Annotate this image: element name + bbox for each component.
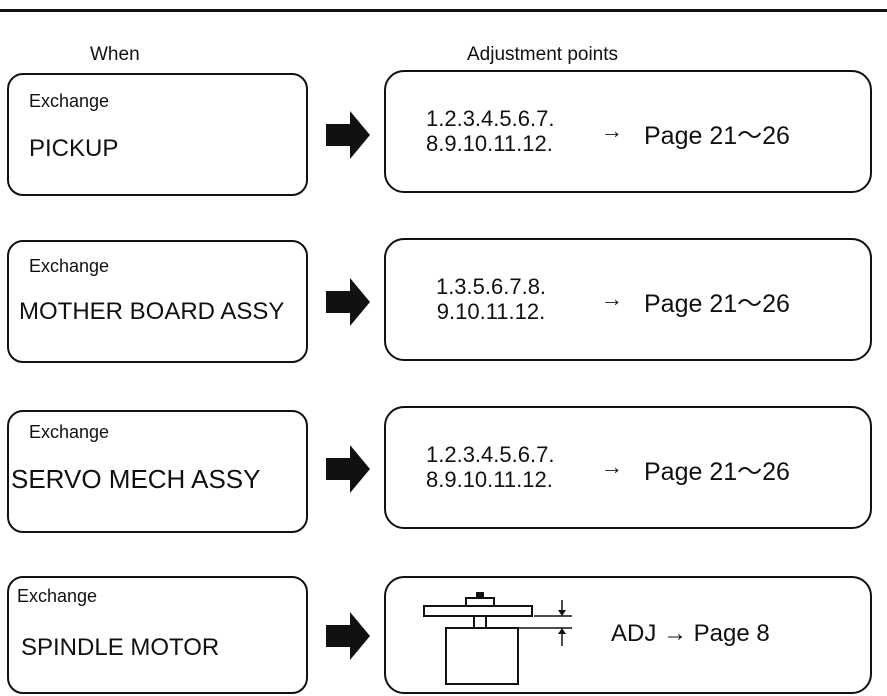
adjustment-box-pickup: 1.2.3.4.5.6.7. 8.9.10.11.12. → Page 21～2… <box>384 70 872 193</box>
right-arrow-icon <box>326 445 370 493</box>
when-box-mother-board: Exchange MOTHER BOARD ASSY <box>7 240 308 363</box>
adjustment-points-column-header: Adjustment points <box>467 44 619 65</box>
page-reference: Page 21～26 <box>644 290 790 318</box>
adjustment-box-mother-board: 1.3.5.6.7.8. 9.10.11.12. → Page 21～26 <box>384 238 872 361</box>
adjustment-box-servo-mech: 1.2.3.4.5.6.7. 8.9.10.11.12. → Page 21～2… <box>384 406 872 529</box>
arrow-glyph: → <box>601 454 623 479</box>
adjustment-points-line-2: 8.9.10.11.12. <box>426 467 553 492</box>
adjustment-points-line-2: 8.9.10.11.12. <box>426 131 553 156</box>
part-name: SERVO MECH ASSY <box>11 464 261 494</box>
part-name: SPINDLE MOTOR <box>21 634 220 661</box>
adj-page-reference: ADJ → Page 8 <box>611 620 770 647</box>
part-name: MOTHER BOARD ASSY <box>19 298 285 325</box>
exchange-label: Exchange <box>17 586 98 606</box>
page-reference: Page 21～26 <box>644 458 790 486</box>
exchange-label: Exchange <box>29 91 110 111</box>
adjustment-points-line-1: 1.2.3.4.5.6.7. <box>426 106 555 131</box>
when-box-servo-mech: Exchange SERVO MECH ASSY <box>7 410 308 533</box>
adjustment-points-line-1: 1.2.3.4.5.6.7. <box>426 442 555 467</box>
when-box-spindle-motor: Exchange SPINDLE MOTOR <box>7 576 308 694</box>
adjustment-points: 1.3.5.6.7.8. 9.10.11.12. <box>416 274 566 324</box>
adjustment-points: 1.2.3.4.5.6.7. 8.9.10.11.12. <box>426 442 554 492</box>
adjustment-box-spindle-motor: ADJ → Page 8 <box>384 576 872 694</box>
arrow-glyph: → <box>601 118 623 143</box>
right-arrow-icon <box>326 278 370 326</box>
when-box-pickup: Exchange PICKUP <box>7 73 308 196</box>
adjustment-points-line-2: 9.10.11.12. <box>436 299 546 324</box>
spindle-motor-height-diagram <box>423 592 572 685</box>
when-column-header: When <box>90 44 140 65</box>
page-reference: Page 21～26 <box>644 122 790 150</box>
right-arrow-icon <box>326 111 370 159</box>
right-arrow-icon <box>326 612 370 660</box>
exchange-label: Exchange <box>29 422 110 442</box>
adjustment-points: 1.2.3.4.5.6.7. 8.9.10.11.12. <box>426 106 554 156</box>
part-name: PICKUP <box>29 135 119 162</box>
exchange-label: Exchange <box>29 256 110 276</box>
arrow-glyph: → <box>601 286 623 311</box>
top-rule <box>0 9 887 12</box>
adjustment-points-line-1: 1.3.5.6.7.8. <box>435 274 547 299</box>
